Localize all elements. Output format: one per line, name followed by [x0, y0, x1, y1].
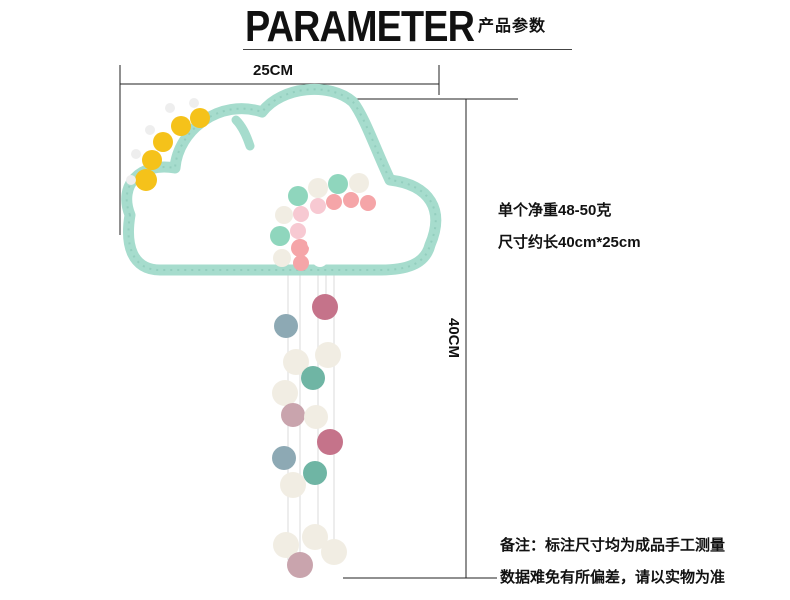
note-line-1: 备注：标注尺寸均为成品手工测量: [500, 537, 726, 554]
height-dimension-label: 40CM: [445, 318, 462, 359]
height-dimension-lines: [343, 98, 518, 579]
spec-size: 尺寸约长40cm*25cm: [498, 234, 641, 251]
rainbow-pompoms: [270, 173, 376, 271]
spec-weight: 单个净重48-50克: [498, 202, 612, 219]
page-subtitle: 产品参数: [478, 18, 547, 35]
note-line-2: 数据难免有所偏差，请以实物为准: [500, 569, 726, 586]
cloud-frame: [121, 83, 442, 276]
title-underline: [243, 49, 572, 50]
page-title: PARAMETER: [245, 2, 475, 51]
width-dimension-lines: [119, 65, 440, 235]
width-dimension-label: 25CM: [253, 62, 294, 79]
sun-pompoms: [126, 98, 210, 191]
hanging-felt-balls: [272, 294, 347, 578]
